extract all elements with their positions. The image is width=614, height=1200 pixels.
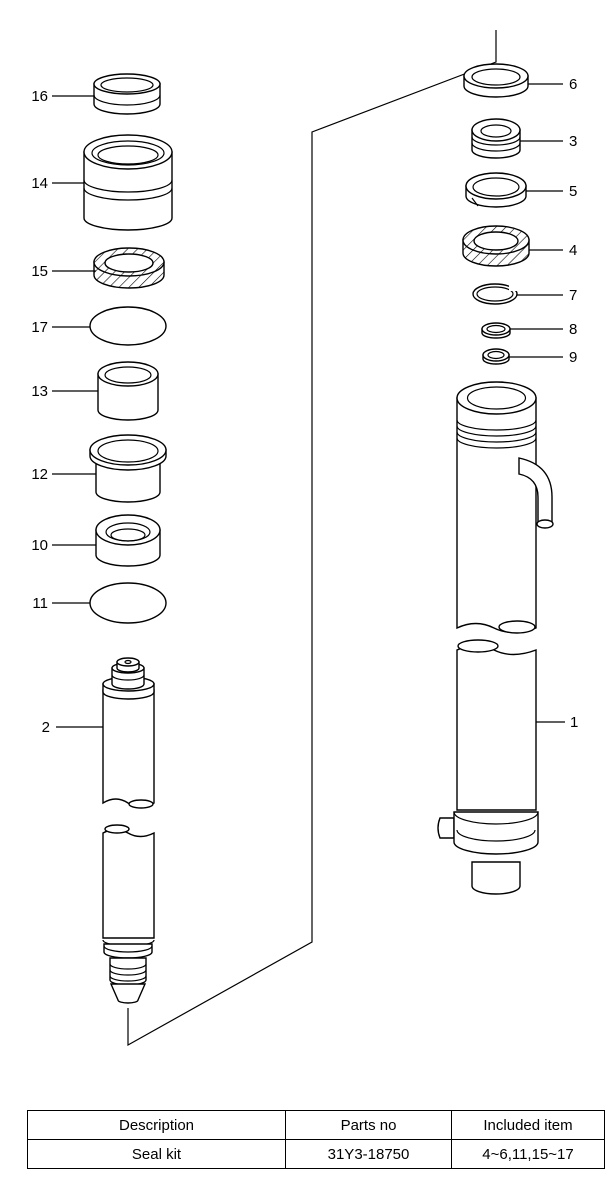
callout-3: 3 [569,133,577,150]
callout-5: 5 [569,183,577,200]
seal-kit-table: Description Parts no Included item Seal … [27,1110,605,1169]
callout-10: 10 [31,537,48,554]
callout-13: 13 [31,383,48,400]
callout-16: 16 [31,88,48,105]
cell-parts-no: 31Y3-18750 [285,1139,452,1169]
part-9-small-ring [482,348,510,365]
callout-14: 14 [31,175,48,192]
part-12-flanged-bushing [89,434,167,503]
cell-description: Seal kit [27,1139,286,1169]
part-11-o-ring [89,582,167,624]
table-row: Seal kit 31Y3-18750 4~6,11,15~17 [27,1139,605,1169]
part-10-collar [95,514,161,567]
part-5-split-ring [465,172,527,208]
column-header-description: Description [27,1110,286,1140]
assembly-guide-line [127,30,497,1047]
exploded-parts-diagram: 16 14 15 17 13 12 10 11 2 6 3 5 4 7 8 9 … [31,30,578,1047]
part-1-cylinder [437,381,554,895]
callout-11: 11 [32,595,48,612]
part-3-stepped-ring [471,118,521,159]
callout-2: 2 [42,719,50,736]
column-header-parts-no: Parts no [285,1110,452,1140]
column-header-included-item: Included item [451,1110,605,1140]
part-2-piston [102,657,155,1004]
table-header-row: Description Parts no Included item [27,1110,605,1140]
part-8-small-ring [481,322,511,339]
callout-9: 9 [569,349,577,366]
cell-included-item: 4~6,11,15~17 [451,1139,605,1169]
callout-15: 15 [31,263,48,280]
leader-lines [52,83,565,728]
part-15-hatched-seal [93,247,165,289]
part-14-sleeve [83,134,173,231]
callout-6: 6 [569,76,577,93]
part-7-snap-ring [472,283,518,305]
part-16-ring [93,73,161,115]
part-6-ring [463,63,529,98]
callout-4: 4 [569,242,577,259]
part-4-hatched-seal [462,225,530,267]
callout-17: 17 [31,319,48,336]
callout-12: 12 [31,466,48,483]
part-17-o-ring [89,306,167,346]
callout-8: 8 [569,321,577,338]
callout-7: 7 [569,287,577,304]
part-13-bushing [97,361,159,421]
callout-1: 1 [570,714,578,731]
